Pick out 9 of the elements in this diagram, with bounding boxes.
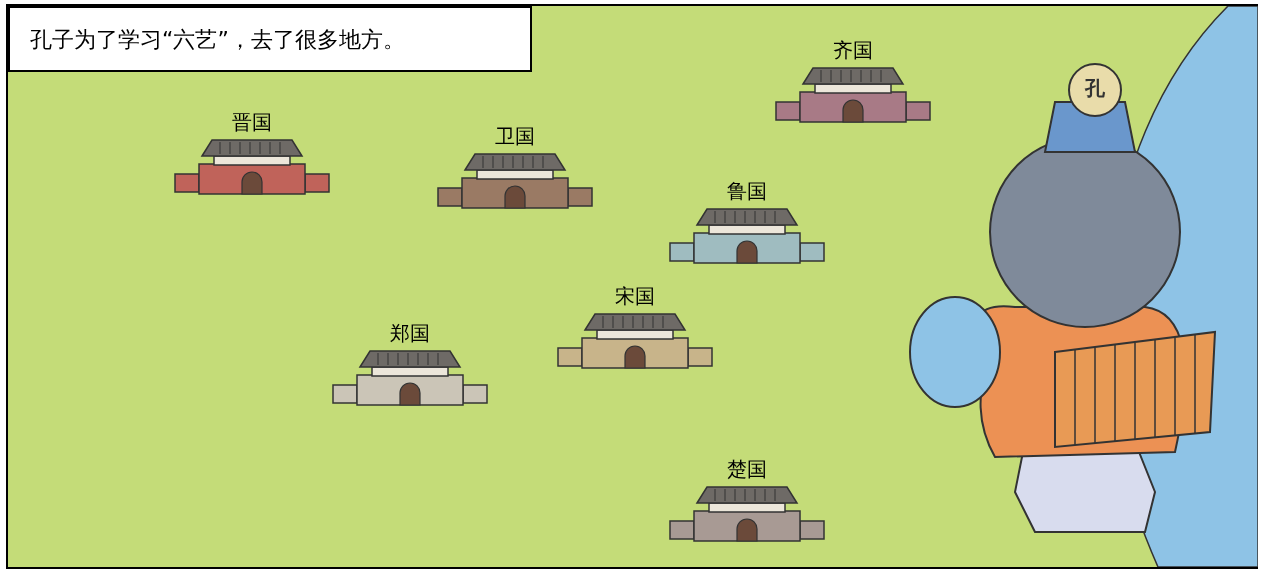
hat-character: 孔 (1084, 75, 1106, 102)
place-label: 楚国 (727, 456, 767, 483)
place-label: 晋国 (232, 109, 272, 136)
place-label: 齐国 (833, 37, 873, 64)
place-label: 鲁国 (727, 178, 767, 205)
place-label: 卫国 (495, 123, 535, 150)
place-label: 郑国 (390, 320, 430, 347)
place-label: 宋国 (615, 283, 655, 310)
caption-text: 孔子为了学习“六艺”，去了很多地方。 (30, 25, 405, 54)
